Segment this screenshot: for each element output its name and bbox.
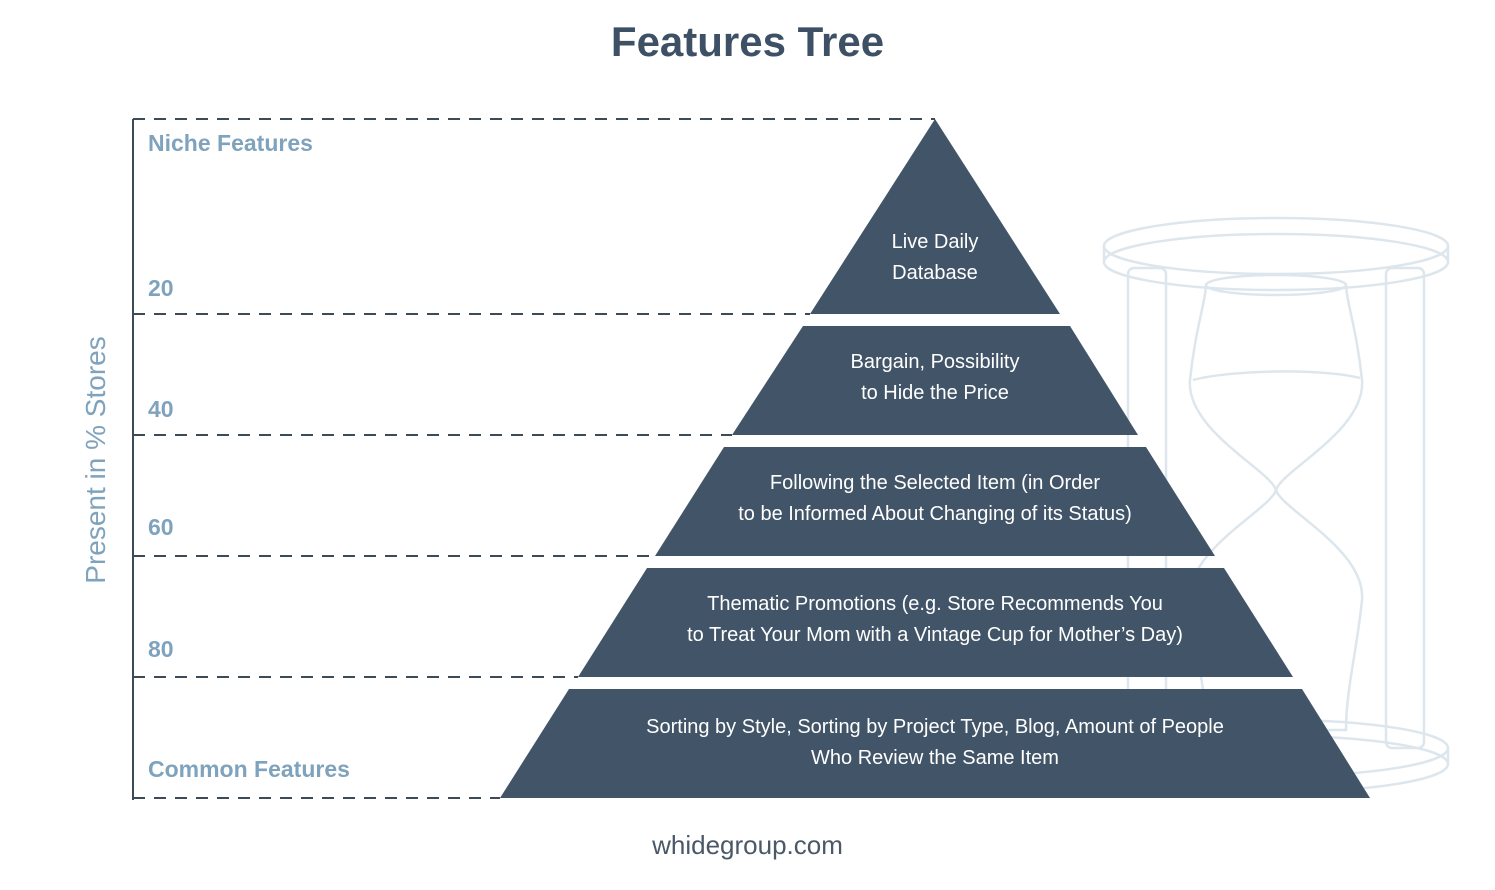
tier-5-text: Sorting by Style, Sorting by Project Typ… bbox=[646, 712, 1224, 774]
level-label-niche: Niche Features bbox=[148, 130, 313, 156]
tier-3-line-1: Following the Selected Item (in Order bbox=[769, 472, 1101, 494]
level-label-20: 20 bbox=[148, 275, 174, 301]
tier-4-line-2: to Treat Your Mom with a Vintage Cup for… bbox=[687, 624, 1183, 646]
level-label-common: Common Features bbox=[148, 756, 350, 782]
tier-2-text: Bargain, Possibility to Hide the Price bbox=[851, 347, 1020, 409]
level-label-80: 80 bbox=[148, 636, 174, 662]
tier-4-shape bbox=[578, 568, 1293, 677]
tier-2-line-1: Bargain, Possibility bbox=[850, 351, 1020, 373]
tier-1-line-1: Live Daily bbox=[891, 231, 979, 253]
tier-2-line-2: to Hide the Price bbox=[861, 382, 1009, 404]
diagram-title: Features Tree bbox=[610, 18, 885, 65]
tier-5-line-2: Who Review the Same Item bbox=[811, 747, 1059, 769]
tier-1-text: Live Daily Database bbox=[892, 227, 979, 289]
tier-1-line-2: Database bbox=[892, 262, 978, 284]
tier-3-line-2: to be Informed About Changing of its Sta… bbox=[738, 503, 1132, 525]
axis-title: Present in % Stores bbox=[80, 336, 111, 584]
guide-lines bbox=[133, 118, 935, 799]
footer-source: whidegroup.com bbox=[652, 830, 843, 860]
tier-2-shape bbox=[732, 326, 1138, 435]
level-label-60: 60 bbox=[148, 514, 174, 540]
tier-3-text: Following the Selected Item (in Order to… bbox=[738, 468, 1132, 530]
tier-1-shape bbox=[810, 119, 1060, 314]
level-label-40: 40 bbox=[148, 396, 174, 422]
tier-4-text: Thematic Promotions (e.g. Store Recommen… bbox=[687, 589, 1183, 651]
tier-5-shape bbox=[500, 689, 1370, 798]
tier-4-line-1: Thematic Promotions (e.g. Store Recommen… bbox=[707, 593, 1163, 615]
tier-3-shape bbox=[655, 447, 1215, 556]
pyramid-tiers bbox=[500, 119, 1370, 798]
tier-5-line-1: Sorting by Style, Sorting by Project Typ… bbox=[646, 716, 1224, 738]
